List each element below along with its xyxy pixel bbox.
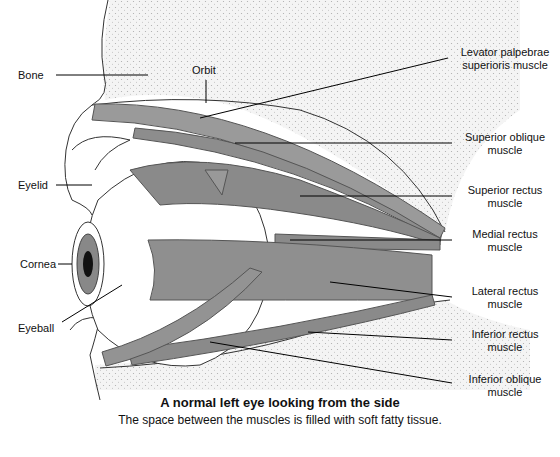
part-label: Bone [18,69,44,82]
iris [77,234,99,294]
part-label: Eyelid [18,179,48,192]
muscle-label: Inferior rectus muscle [455,328,555,354]
muscle-label: Superior rectus muscle [455,184,555,210]
muscle-label: Superior oblique muscle [455,131,555,157]
muscle-label: Inferior oblique muscle [455,373,555,399]
lateral-rectus-muscle [148,240,432,300]
part-label: Orbit [192,64,216,77]
muscle-label: Levator palpebrae superioris muscle [455,46,555,72]
superior-rectus-muscle [130,162,440,245]
part-label: Eyeball [18,322,54,335]
caption: A normal left eye looking from the side [0,395,560,410]
lower-eyelid [70,318,100,401]
inferior-oblique-muscle [102,268,262,366]
leader-lines [56,58,452,383]
cornea [72,222,104,306]
part-label: Cornea [20,258,56,271]
oblique-tendon [205,170,228,195]
upper-eyelid [72,137,130,170]
muscle-label: Medial rectus muscle [455,228,555,254]
pupil [83,251,93,277]
note-text: The space between the muscles is filled … [0,413,560,427]
muscle-label: Lateral rectus muscle [455,285,555,311]
